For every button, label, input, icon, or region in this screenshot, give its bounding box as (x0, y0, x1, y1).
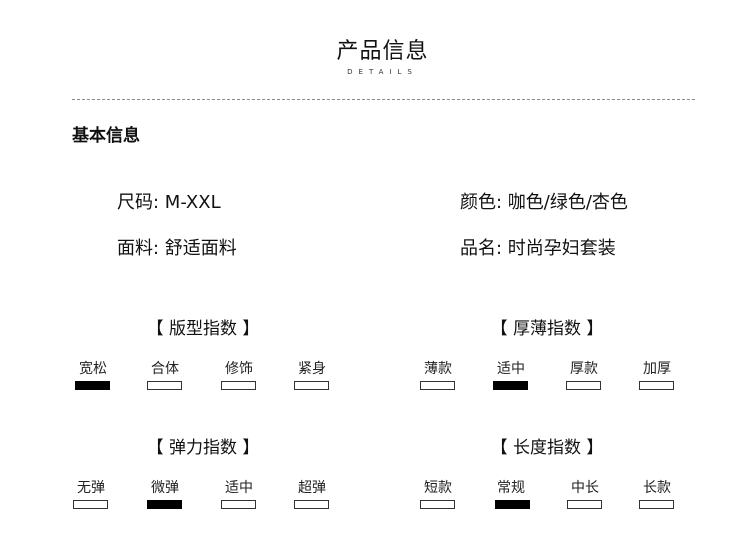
length-option-label: 短款 (424, 480, 452, 496)
thickness-option-label: 适中 (497, 361, 525, 377)
fit-option-indicator (75, 381, 110, 390)
product-name-attribute: 品名: 时尚孕妇套装 (460, 238, 616, 259)
fabric-attribute: 面料: 舒适面料 (117, 238, 237, 259)
length-option-label: 常规 (497, 480, 525, 496)
color-attribute: 颜色: 咖色/绿色/杏色 (460, 192, 628, 213)
thickness-index-title: 【 厚薄指数 】 (490, 319, 604, 339)
fit-option-label: 修饰 (225, 361, 253, 377)
elasticity-option-label: 无弹 (77, 480, 105, 496)
size-attribute: 尺码: M-XXL (117, 192, 221, 213)
fit-option-label: 合体 (151, 361, 179, 377)
thickness-option-label: 厚款 (570, 361, 598, 377)
thickness-option-label: 薄款 (424, 361, 452, 377)
elasticity-option-indicator (294, 500, 329, 509)
fit-option-label: 宽松 (79, 361, 107, 377)
length-option-label: 长款 (643, 480, 671, 496)
length-option-indicator (420, 500, 455, 509)
elasticity-option-indicator (147, 500, 182, 509)
fit-option-indicator (294, 381, 329, 390)
length-index-title: 【 长度指数 】 (490, 438, 604, 458)
fit-option-indicator (221, 381, 256, 390)
dashed-divider (72, 99, 695, 100)
length-option-label: 中长 (571, 480, 599, 496)
page-subtitle: DETAILS (347, 68, 418, 76)
thickness-option-indicator (639, 381, 674, 390)
page-title: 产品信息 (336, 39, 429, 64)
thickness-option-indicator (566, 381, 601, 390)
elasticity-option-indicator (221, 500, 256, 509)
section-title: 基本信息 (72, 126, 140, 146)
thickness-option-indicator (420, 381, 455, 390)
fit-option-label: 紧身 (298, 361, 326, 377)
length-option-indicator (639, 500, 674, 509)
thickness-option-label: 加厚 (643, 361, 671, 377)
elasticity-index-title: 【 弹力指数 】 (146, 438, 260, 458)
fit-option-indicator (147, 381, 182, 390)
length-option-indicator (567, 500, 602, 509)
elasticity-option-indicator (73, 500, 108, 509)
thickness-option-indicator (493, 381, 528, 390)
elasticity-option-label: 超弹 (298, 480, 326, 496)
elasticity-option-label: 微弹 (151, 480, 179, 496)
elasticity-option-label: 适中 (225, 480, 253, 496)
fit-index-title: 【 版型指数 】 (146, 319, 260, 339)
length-option-indicator (495, 500, 530, 509)
